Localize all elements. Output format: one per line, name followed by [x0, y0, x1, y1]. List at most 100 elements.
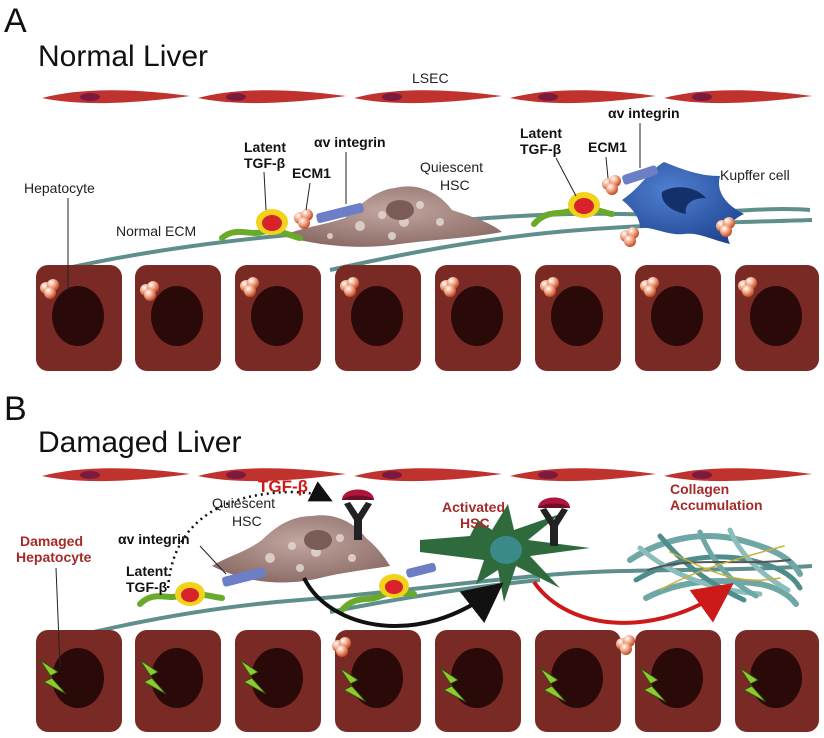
receptor-icon: [540, 508, 568, 546]
collagen-accumulation-label: Collagen: [670, 481, 729, 497]
lsec-cell: [198, 468, 346, 482]
ecm1-cluster-icon: [440, 277, 459, 297]
hsc-nucleus: [386, 200, 414, 220]
lsec-cell: [354, 468, 502, 482]
latent-tgf-label-b: TGF-β: [126, 579, 168, 595]
hepatocyte: [335, 265, 421, 371]
hepatocyte: [36, 265, 122, 371]
panel-letter-a: A: [4, 2, 27, 40]
ecm1-cluster-icon: [640, 277, 659, 297]
normal-ecm-label: Normal ECM: [116, 223, 196, 239]
collagen-production-arrow: [532, 580, 734, 625]
kupffer-cell-label: Kupffer cell: [720, 167, 790, 183]
ecm-fiber-b: [59, 564, 813, 642]
hepatocyte: [335, 630, 421, 732]
panel-letter-b: B: [4, 390, 27, 428]
quiescent-hsc-label-a: Quiescent: [420, 159, 483, 175]
ecm1-cluster-icon: [340, 277, 359, 297]
hepatocyte: [735, 630, 819, 732]
lsec-label: LSEC: [412, 70, 449, 86]
activation-arrow: [302, 577, 504, 628]
ecm1-cluster-icon: [602, 175, 621, 195]
lsec-cell: [510, 468, 656, 482]
av-integrin-label-b: αv integrin: [118, 531, 190, 547]
hepatocyte: [535, 265, 621, 371]
ecm1-cluster-icon: [540, 277, 559, 297]
ecm1-cluster-icon: [716, 217, 735, 237]
lsec-row-a: [42, 90, 812, 104]
hepatocyte: [36, 630, 122, 732]
ecm1-cluster-icon: [40, 279, 59, 299]
lsec-cell: [664, 90, 812, 104]
lsec-cell: [42, 90, 190, 104]
latent-tgf-complex: [531, 192, 615, 227]
receptor-icon: [344, 502, 372, 540]
hepatocyte: [535, 630, 621, 732]
quiescent-hsc-label-a: HSC: [440, 177, 470, 193]
ecm1-cluster-icon: [294, 209, 313, 229]
hepatocyte: [735, 265, 819, 371]
lightning-bolt-icon: [39, 659, 767, 703]
latent-tgf-label-a-right: TGF-β: [520, 141, 562, 157]
collagen-accumulation: [627, 527, 803, 607]
latent-tgf-complex: [137, 582, 225, 607]
hepatocyte: [435, 265, 521, 371]
panel-b: B Damaged Liver: [4, 390, 819, 732]
activated-hsc-nucleus: [490, 536, 522, 564]
activated-hsc-label: Activated: [442, 499, 505, 515]
ecm1-cluster-icon: [332, 637, 351, 657]
lsec-row-b: [42, 468, 812, 482]
latent-tgf-label-a: Latent: [244, 139, 286, 155]
hepatocyte-row-a: [36, 265, 819, 371]
damaged-hepatocyte-label: Hepatocyte: [16, 549, 92, 565]
quiescent-hsc-label-b: HSC: [232, 513, 262, 529]
ecm1-cluster-icon: [738, 277, 757, 297]
ligand-icon: [342, 489, 374, 500]
av-integrin: [406, 562, 437, 578]
av-integrin: [316, 202, 364, 224]
hsc-lipid-droplets: [265, 534, 356, 572]
panel-title-b: Damaged Liver: [38, 426, 241, 459]
ecm-fiber-b: [329, 578, 541, 614]
hepatocyte: [635, 630, 721, 732]
ecm1-cluster-icon: [240, 277, 259, 297]
hsc-nucleus: [304, 530, 332, 550]
lsec-cell: [510, 90, 656, 104]
lsec-cell: [42, 468, 190, 482]
ecm1-cluster-icon: [620, 227, 639, 247]
quiescent-hsc-label-b: Quiescent: [212, 495, 275, 511]
av-integrin-label-a-right: αv integrin: [608, 105, 680, 121]
ligand-icon: [538, 497, 570, 508]
hepatocyte-label: Hepatocyte: [24, 180, 95, 196]
hepatocyte: [135, 265, 221, 371]
ecm1-cluster-icon: [616, 635, 635, 655]
av-integrin: [222, 567, 266, 587]
hepatocyte: [635, 265, 721, 371]
tgf-beta-label: TGF-β: [258, 477, 308, 496]
av-integrin-label-a: αv integrin: [314, 134, 386, 150]
quiescent-hsc: [212, 515, 390, 583]
latent-tgf-label-a-right: Latent: [520, 125, 562, 141]
kupffer-nucleus: [661, 187, 706, 214]
hepatocyte-row-b: [36, 630, 819, 732]
latent-tgf-label-a: TGF-β: [244, 155, 286, 171]
latent-tgf-complex: [219, 209, 303, 241]
panel-a: A Normal Liver LSEC: [4, 2, 819, 371]
hepatocyte: [235, 630, 321, 732]
normal-ecm-fiber: [329, 218, 813, 272]
panel-title-a: Normal Liver: [38, 40, 208, 73]
av-integrin: [622, 165, 658, 185]
lsec-cell: [354, 90, 502, 104]
hepatocyte: [235, 265, 321, 371]
ecm1-label-a-right: ECM1: [588, 139, 627, 155]
latent-tgf-complex: [339, 574, 417, 613]
hepatocyte: [435, 630, 521, 732]
lsec-cell: [664, 468, 812, 482]
ecm1-cluster-icon: [140, 281, 159, 301]
lsec-cell: [198, 90, 346, 104]
latent-tgf-label-b: Latent: [126, 563, 168, 579]
activated-hsc-label: HSC: [460, 515, 490, 531]
damaged-hepatocyte-label: Damaged: [20, 533, 83, 549]
ecm1-label-a: ECM1: [292, 165, 331, 181]
